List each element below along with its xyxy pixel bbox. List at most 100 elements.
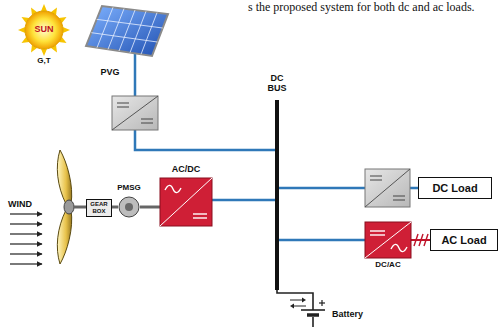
dc-load-box-shape-part xyxy=(419,178,492,199)
ac-load-box: AC Load xyxy=(430,229,498,251)
ac-dc-converter-shape-part xyxy=(193,213,207,214)
dc-ac-inverter: DC/AC xyxy=(365,222,411,258)
node-label: G,T xyxy=(37,57,50,66)
pmsg-generator-shape-part xyxy=(119,197,139,217)
pmsg-generator-shape xyxy=(118,196,140,218)
pv-dc-dc-converter-part xyxy=(117,103,129,104)
sun-source-shape-part xyxy=(41,4,47,11)
load-dc-dc-converter-part xyxy=(365,169,410,207)
battery-shape xyxy=(286,296,326,328)
pv-generator-shape-part xyxy=(141,13,157,55)
battery-shape-part xyxy=(301,309,325,311)
pv-generator-shape-part xyxy=(91,33,157,42)
ac-dc-converter-shape-part xyxy=(165,185,181,192)
dc-bus-shape xyxy=(275,100,279,290)
gear-box-shape-part xyxy=(87,200,112,217)
node-label: PVG xyxy=(100,68,119,78)
node-label: AC Load xyxy=(441,234,486,246)
node-label: DC/AC xyxy=(375,261,400,270)
connector-line xyxy=(112,206,118,209)
turbine-shaft xyxy=(74,206,86,209)
load-dc-dc-converter-part xyxy=(393,200,405,201)
load-dc-dc-converter-part xyxy=(370,180,382,181)
battery-shape-part xyxy=(307,313,319,317)
pv-dc-dc-converter-part xyxy=(112,96,158,130)
load-dc-dc-converter xyxy=(365,169,410,207)
ac-dc-converter: AC/DC xyxy=(160,178,212,226)
battery-shape-part xyxy=(290,300,303,301)
dc-ac-inverter-shape-part xyxy=(370,230,385,231)
dc-load-box: DC Load xyxy=(418,177,492,199)
turbine-blades-part xyxy=(64,200,74,214)
sun-source-shape-part xyxy=(18,27,25,33)
pv-generator-shape-part xyxy=(134,53,137,84)
pv-generator: PVG xyxy=(80,2,170,84)
pv-generator-shape-part xyxy=(86,6,168,56)
battery-shape-part xyxy=(312,317,314,327)
wind-arrows xyxy=(10,214,42,264)
node-label: AC/DC xyxy=(172,165,201,175)
node-label: SUN xyxy=(34,25,53,35)
connector-line xyxy=(411,239,430,241)
battery-shape-part xyxy=(302,298,306,303)
battery-shape-part xyxy=(290,304,294,309)
load-dc-dc-converter-part xyxy=(370,176,382,177)
sun-source-shape-part xyxy=(25,11,63,49)
dc-ac-inverter-shape xyxy=(365,222,411,258)
dc-bus-shape-part xyxy=(275,100,279,290)
turbine-blades xyxy=(57,150,74,264)
node-label: DC BUS xyxy=(262,74,292,94)
pv-generator-shape-part xyxy=(108,9,124,50)
dc-ac-inverter-shape-part xyxy=(365,222,411,258)
pv-generator-shape-part xyxy=(97,19,163,28)
wind-arrows-part xyxy=(10,213,42,214)
battery-shape-part xyxy=(312,296,314,310)
sun-source: SUNG,T xyxy=(20,6,68,54)
dc-ac-inverter-shape-part xyxy=(370,234,385,235)
node-label: DC Load xyxy=(432,182,477,194)
wind-label: WIND xyxy=(8,199,32,209)
wind-arrows-part xyxy=(10,223,42,224)
dc-bus: DC BUS xyxy=(275,100,279,290)
node-label: Battery xyxy=(332,310,363,320)
dc-ac-inverter-shape-part xyxy=(391,244,407,251)
pv-dc-dc-converter-part xyxy=(141,123,153,124)
battery-shape-part xyxy=(321,300,322,306)
connector-line xyxy=(279,239,365,242)
node-label: PMSG xyxy=(117,184,141,193)
wind-arrows-part xyxy=(10,263,42,264)
ac-dc-converter-shape-part xyxy=(160,178,212,226)
caption-fragment: s the proposed system for both dc and ac… xyxy=(248,0,475,15)
node-label: GEAR BOX xyxy=(89,201,109,214)
load-dc-dc-converter-part xyxy=(393,196,405,197)
wind-arrows-part xyxy=(10,243,42,244)
ac-dc-converter-shape-part xyxy=(193,217,207,218)
pv-generator-shape-part xyxy=(97,7,113,47)
wind-arrows-part xyxy=(10,233,42,234)
ac-dc-converter-shape-part xyxy=(160,178,212,226)
ac-dc-converter-shape xyxy=(160,178,212,226)
turbine-blades-part xyxy=(57,210,71,264)
battery-shape-part xyxy=(293,306,306,307)
pv-dc-dc-converter-part xyxy=(141,119,153,120)
battery: Battery xyxy=(286,296,326,328)
connector-line xyxy=(140,206,160,209)
wind-arrows-part xyxy=(10,253,42,254)
ac-load-box-shape-part xyxy=(431,230,498,251)
pv-dc-dc-converter-part xyxy=(117,107,129,108)
pv-dc-dc-converter-part xyxy=(112,96,158,130)
pmsg-generator: PMSG xyxy=(118,196,140,218)
pv-generator-shape xyxy=(80,2,170,84)
sun-source-shape-part xyxy=(63,27,70,33)
sun-source-shape-part xyxy=(41,49,47,56)
pv-dc-dc-converter xyxy=(112,96,158,130)
pmsg-generator-shape-part xyxy=(125,203,133,211)
turbine-blades-part xyxy=(57,150,71,204)
load-dc-dc-converter-part xyxy=(365,169,410,207)
gear-box: GEAR BOX xyxy=(86,199,112,217)
connector-line xyxy=(212,199,275,202)
